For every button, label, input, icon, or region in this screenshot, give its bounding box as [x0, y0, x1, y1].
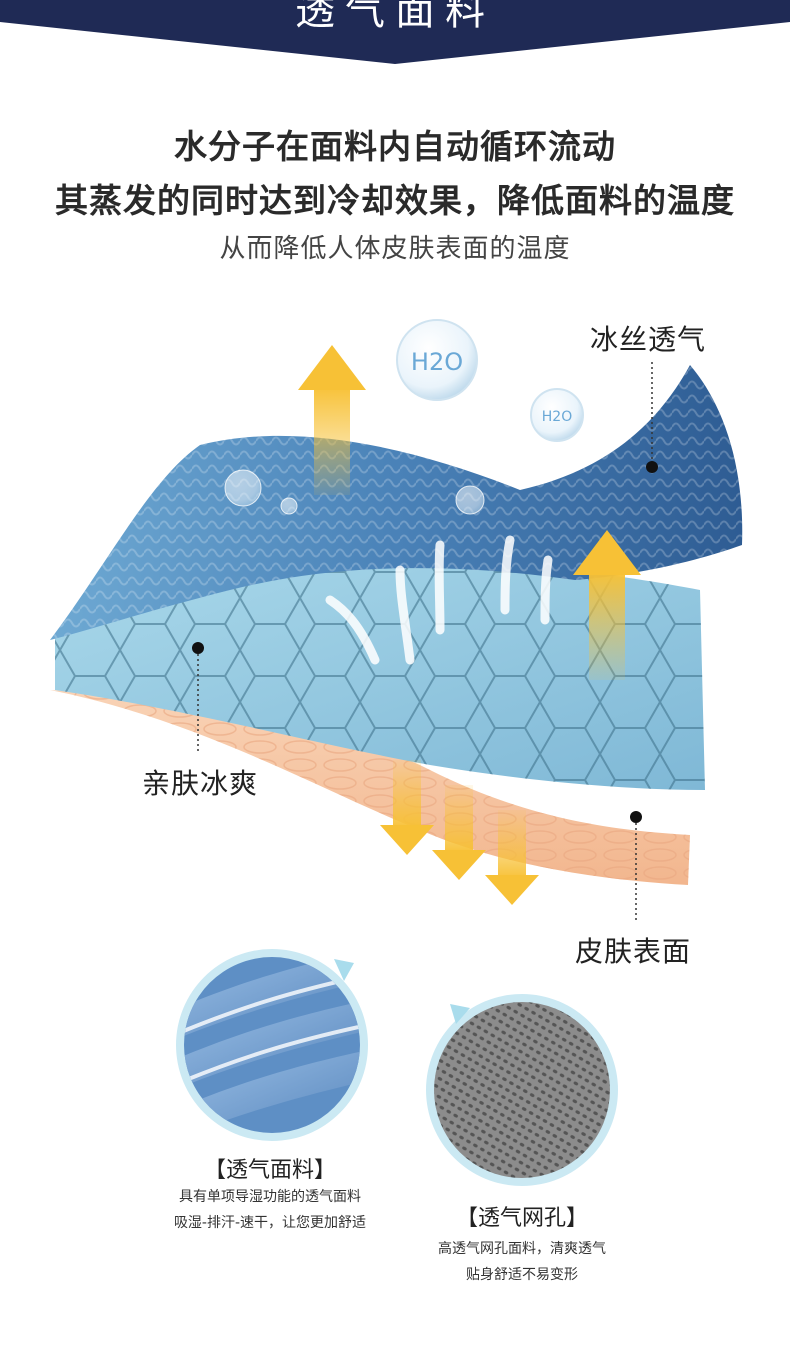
- cool-down-arrows: [380, 760, 539, 905]
- h2o-bubble-large: H2O: [396, 319, 478, 401]
- headline-line-2: 其蒸发的同时达到冷却效果，降低面料的温度: [55, 181, 735, 220]
- feature-2-line-2: 贴身舒适不易变形: [466, 1267, 578, 1283]
- top-banner: 透气面料: [0, 0, 790, 70]
- moisture-flow-arrows: [325, 535, 553, 665]
- callout-leader-skin: [630, 811, 642, 922]
- gray-mesh-swatch-icon: [426, 994, 618, 1186]
- heat-up-arrow-right: [573, 530, 641, 680]
- skin-layer: [50, 690, 690, 885]
- banner-shape: [0, 0, 790, 64]
- feature-1-line-2: 吸湿-排汗-速干，让您更加舒适: [173, 1215, 367, 1231]
- feature-1-line-1: 具有单项导湿功能的透气面料: [179, 1189, 361, 1205]
- feature-2-title: 【透气网孔】: [455, 1206, 588, 1231]
- small-bubbles: [224, 469, 485, 515]
- h2o-small-text: H2O: [542, 409, 572, 425]
- feature-1-title: 【透气面料】: [203, 1158, 336, 1183]
- blue-fabric-swatch-icon: [176, 949, 368, 1141]
- label-ice-breathable: 冰丝透气: [590, 323, 707, 356]
- headline-line-1: 水分子在面料内自动循环流动: [174, 127, 616, 166]
- feature-2-line-1: 高透气网孔面料，清爽透气: [438, 1241, 606, 1257]
- callout-leader-ice: [646, 362, 658, 473]
- fabric-layer-diagram: H2O H2O: [50, 319, 743, 922]
- knit-layer: [50, 365, 743, 640]
- label-skin-cool: 亲肤冰爽: [142, 767, 259, 800]
- banner-title: 透气面料: [295, 0, 495, 34]
- headline-line-3: 从而降低人体皮肤表面的温度: [219, 234, 571, 264]
- label-skin-surface: 皮肤表面: [575, 935, 692, 968]
- h2o-large-text: H2O: [411, 348, 463, 376]
- callout-leader-skinfeel: [192, 642, 204, 752]
- heat-up-arrow-left: [298, 345, 366, 495]
- h2o-bubble-small: H2O: [530, 388, 584, 442]
